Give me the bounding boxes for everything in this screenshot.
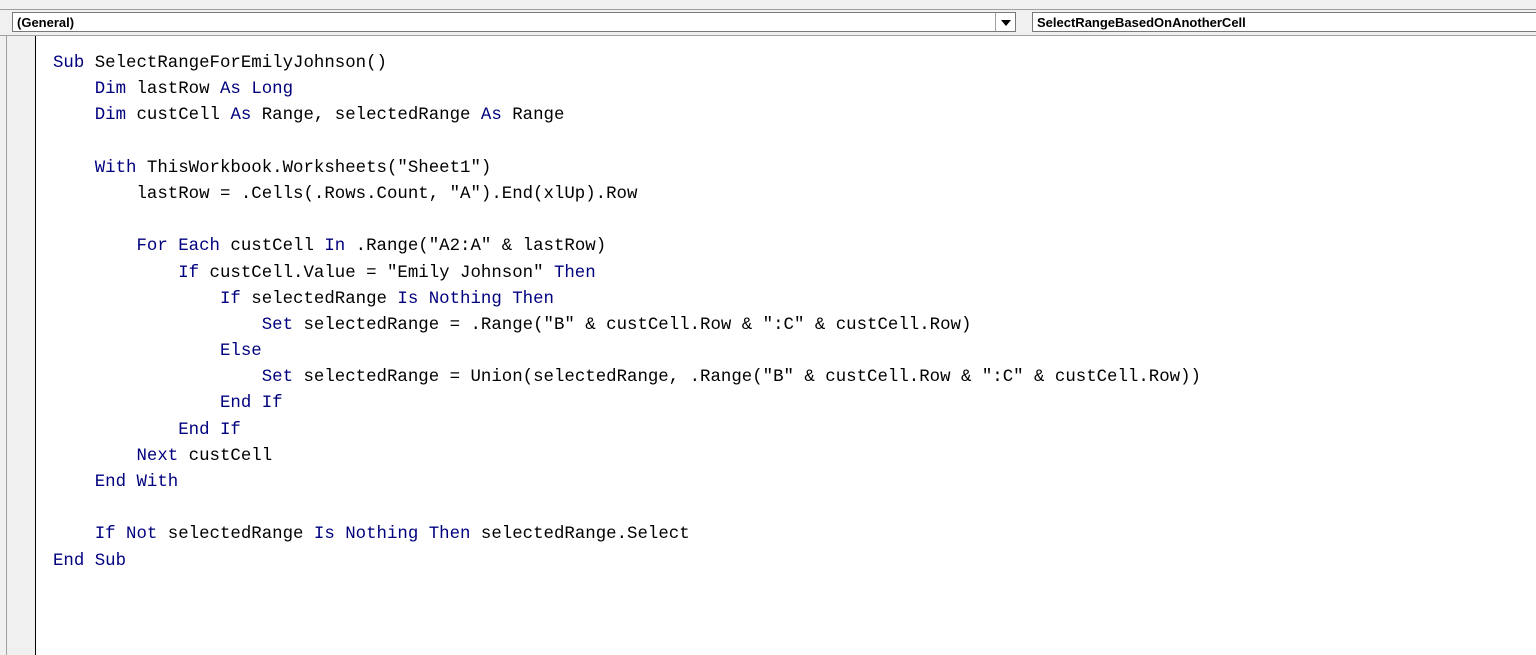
code-token: custCell — [126, 106, 231, 126]
code-token — [53, 342, 220, 361]
code-token: custCell — [178, 446, 273, 466]
code-token: ThisWorkbook.Worksheets("Sheet1") — [136, 158, 492, 178]
code-token — [53, 368, 262, 387]
code-token: SelectRangeForEmilyJohnson() — [84, 54, 387, 73]
code-token: lastRow = .Cells(.Rows.Count, "A").End(x… — [53, 184, 638, 204]
code-keyword: Next — [136, 446, 179, 466]
code-token — [53, 473, 95, 492]
code-line[interactable]: If Not selectedRange Is Nothing Then sel… — [53, 522, 1201, 548]
code-token — [53, 106, 95, 125]
code-token — [53, 447, 137, 466]
code-token: selectedRange.Select — [470, 525, 690, 545]
code-keyword: In — [324, 237, 346, 257]
procedure-dropdown[interactable]: SelectRangeBasedOnAnotherCell — [1032, 12, 1536, 32]
code-token — [335, 525, 345, 544]
code-token — [502, 290, 512, 309]
code-keyword: Is — [313, 525, 335, 545]
code-keyword: Set — [261, 368, 294, 388]
code-token — [53, 80, 95, 99]
window-top-strip — [0, 0, 1536, 10]
code-token: custCell.Value = "Emily Johnson" — [199, 263, 554, 283]
code-keyword: Nothing — [345, 525, 419, 545]
code-keyword: Dim — [94, 80, 127, 100]
code-keyword: As — [230, 106, 252, 126]
code-line[interactable]: End If — [53, 418, 1201, 444]
code-keyword: Set — [261, 315, 294, 335]
code-keyword: End With — [94, 473, 179, 492]
code-token: Range — [501, 106, 565, 126]
code-token — [418, 525, 428, 544]
code-text[interactable]: Sub SelectRangeForEmilyJohnson() Dim las… — [53, 51, 1201, 575]
code-line[interactable]: End If — [53, 391, 1201, 417]
code-token — [53, 525, 95, 544]
code-keyword: For Each — [136, 237, 221, 257]
code-line[interactable]: Next custCell — [53, 444, 1201, 470]
code-token: selectedRange = .Range("B" & custCell.Ro… — [293, 315, 972, 335]
code-token — [53, 290, 220, 309]
code-keyword: Else — [219, 342, 262, 362]
code-line[interactable]: Sub SelectRangeForEmilyJohnson() — [53, 51, 1201, 77]
code-keyword: If — [178, 263, 200, 283]
code-line[interactable]: End With — [53, 470, 1201, 496]
code-token: selectedRange — [240, 289, 398, 309]
code-keyword: With — [94, 158, 137, 178]
object-dropdown[interactable]: (General) — [12, 12, 1016, 32]
code-line[interactable]: If selectedRange Is Nothing Then — [53, 287, 1201, 313]
object-dropdown-arrow[interactable] — [995, 13, 1015, 31]
code-keyword: End Sub — [53, 551, 127, 571]
code-token: selectedRange = Union(selectedRange, .Ra… — [293, 368, 1201, 388]
code-token — [53, 264, 178, 283]
code-token: .Range("A2:A" & lastRow) — [345, 237, 607, 257]
code-line[interactable]: For Each custCell In .Range("A2:A" & las… — [53, 234, 1201, 260]
procedure-dropdown-value: SelectRangeBasedOnAnotherCell — [1037, 15, 1246, 30]
code-keyword: Sub — [53, 54, 85, 73]
code-editor[interactable]: Sub SelectRangeForEmilyJohnson() Dim las… — [37, 36, 1536, 655]
chevron-down-icon — [1001, 20, 1011, 26]
code-token — [53, 237, 137, 256]
code-line[interactable] — [53, 208, 1201, 234]
code-token — [53, 316, 262, 335]
code-line[interactable]: Set selectedRange = Union(selectedRange,… — [53, 365, 1201, 391]
code-token — [418, 290, 428, 309]
code-token — [53, 159, 95, 178]
code-line[interactable]: Dim custCell As Range, selectedRange As … — [53, 103, 1201, 129]
object-dropdown-value: (General) — [17, 15, 75, 30]
code-line[interactable]: Else — [53, 339, 1201, 365]
code-keyword: As — [480, 106, 502, 126]
code-keyword: Then — [553, 263, 596, 283]
code-keyword: End If — [178, 420, 241, 440]
code-line[interactable]: Set selectedRange = .Range("B" & custCel… — [53, 313, 1201, 339]
code-keyword: As — [220, 80, 241, 100]
code-line[interactable]: If custCell.Value = "Emily Johnson" Then — [53, 261, 1201, 287]
code-token: Range, selectedRange — [251, 106, 481, 126]
code-line[interactable] — [53, 496, 1201, 522]
code-token: selectedRange — [157, 525, 314, 545]
code-token — [53, 394, 220, 413]
code-line[interactable]: With ThisWorkbook.Worksheets("Sheet1") — [53, 156, 1201, 182]
code-token: lastRow — [126, 80, 220, 100]
code-keyword: If — [219, 289, 241, 309]
code-keyword: End If — [219, 394, 283, 414]
code-token — [241, 80, 251, 99]
code-line[interactable]: Dim lastRow As Long — [53, 77, 1201, 103]
code-keyword: Is — [397, 289, 419, 309]
code-token: custCell — [220, 237, 325, 257]
code-keyword: Long — [251, 80, 294, 100]
code-line[interactable] — [53, 130, 1201, 156]
code-keyword: Dim — [94, 106, 127, 126]
code-window-combo-bar: (General) SelectRangeBasedOnAnotherCell — [0, 10, 1536, 36]
code-keyword: If Not — [94, 525, 158, 545]
code-token — [53, 421, 178, 440]
code-keyword: Nothing — [428, 289, 502, 309]
code-line[interactable]: lastRow = .Cells(.Rows.Count, "A").End(x… — [53, 182, 1201, 208]
code-line[interactable]: End Sub — [53, 549, 1201, 575]
code-keyword: Then — [428, 525, 471, 545]
code-keyword: Then — [512, 289, 554, 309]
margin-divider — [6, 36, 7, 655]
